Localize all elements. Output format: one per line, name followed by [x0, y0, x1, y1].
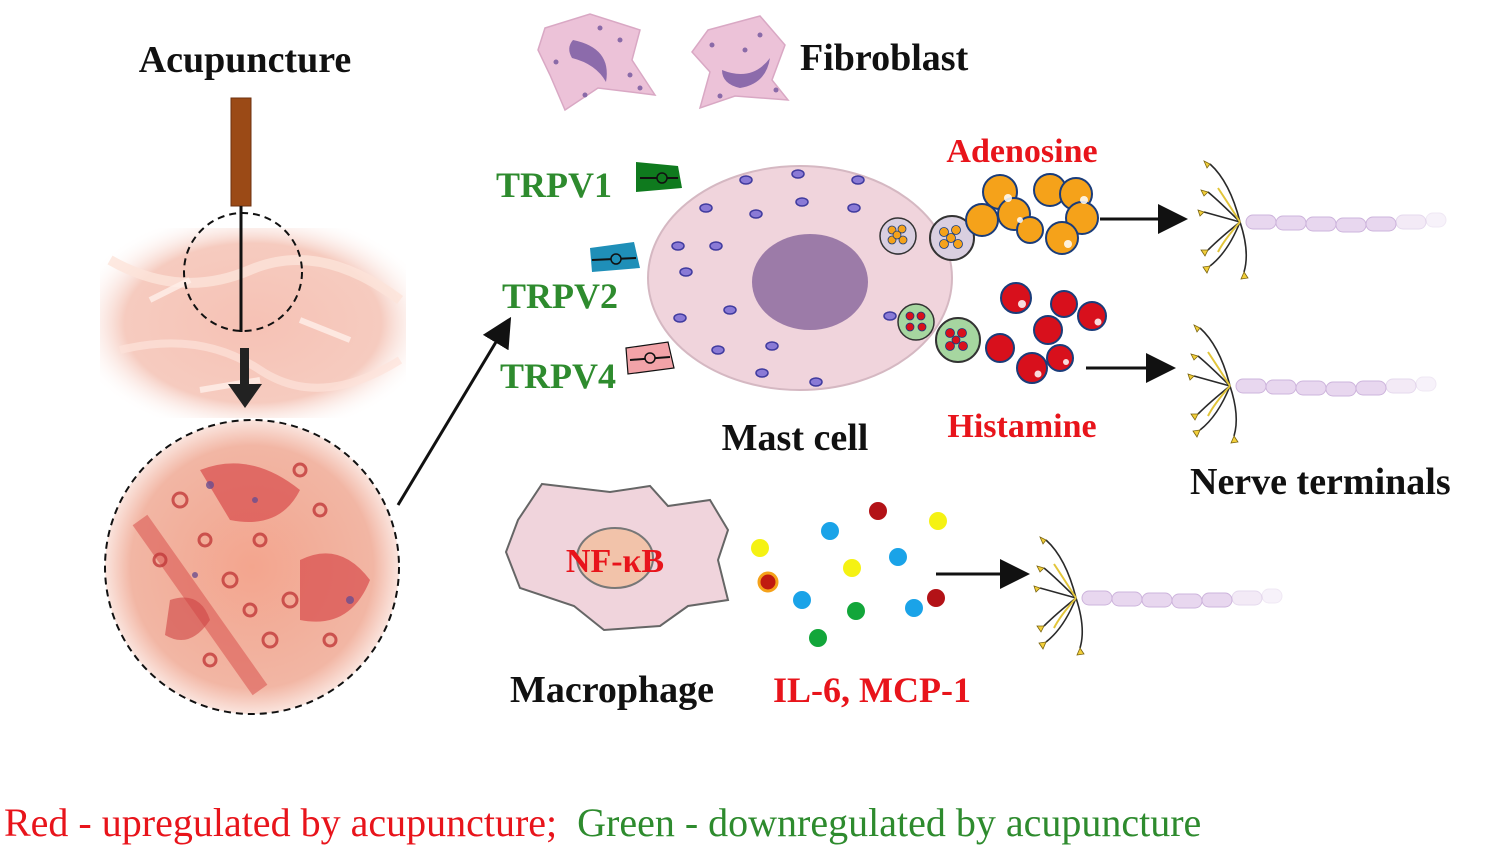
zoom-region-circle [183, 212, 303, 332]
legend-red: Red - upregulated by acupuncture; [4, 800, 557, 845]
fibroblast-cell-1 [537, 13, 657, 112]
macrophage-nucleus [576, 527, 654, 589]
macrophage-label: Macrophage [510, 669, 714, 711]
trpv4-label: TRPV4 [500, 356, 616, 396]
zoom-down-arrow [228, 348, 262, 408]
macrophage-cell [504, 482, 730, 632]
trpv2-label: TRPV2 [502, 276, 618, 316]
fibroblast-cell-2 [691, 15, 790, 110]
micrograph-to-mastcell-arrow [396, 316, 512, 506]
micrograph [104, 419, 400, 715]
trpv4-channel-icon [625, 341, 675, 375]
fibroblast-label: Fibroblast [800, 37, 969, 79]
trpv1-channel-icon [636, 162, 682, 192]
adenosine-label: Adenosine [946, 133, 1097, 170]
adenosine-granule-releasing [929, 215, 975, 261]
trpv2-channel-icon [590, 242, 640, 272]
legend-text: Red - upregulated by acupuncture; Green … [4, 800, 1201, 845]
acupuncture-needle [230, 97, 252, 332]
acupuncture-label: Acupuncture [139, 39, 352, 81]
histamine-label: Histamine [947, 408, 1096, 445]
adenosine-molecules [965, 173, 1099, 255]
mast-cell-nucleus [752, 234, 868, 330]
legend-green: Green - downregulated by acupuncture [577, 800, 1201, 845]
nfkb-label: NF-κB [566, 543, 664, 580]
nerve-terminal-middle [1187, 324, 1437, 444]
adenosine-granule [879, 217, 917, 255]
histamine-granule [897, 303, 935, 341]
nerve-terminals-label: Nerve terminals [1190, 461, 1451, 503]
cytokine-molecules [751, 502, 947, 647]
mast-cell-label: Mast cell [722, 417, 869, 459]
trpv1-label: TRPV1 [496, 165, 612, 205]
nerve-terminal-upper [1197, 160, 1447, 280]
nerve-terminal-lower [1033, 536, 1283, 656]
histamine-granule-releasing [935, 317, 981, 363]
mast-cell [647, 165, 981, 391]
cytokines-label: IL-6, MCP-1 [773, 670, 971, 710]
